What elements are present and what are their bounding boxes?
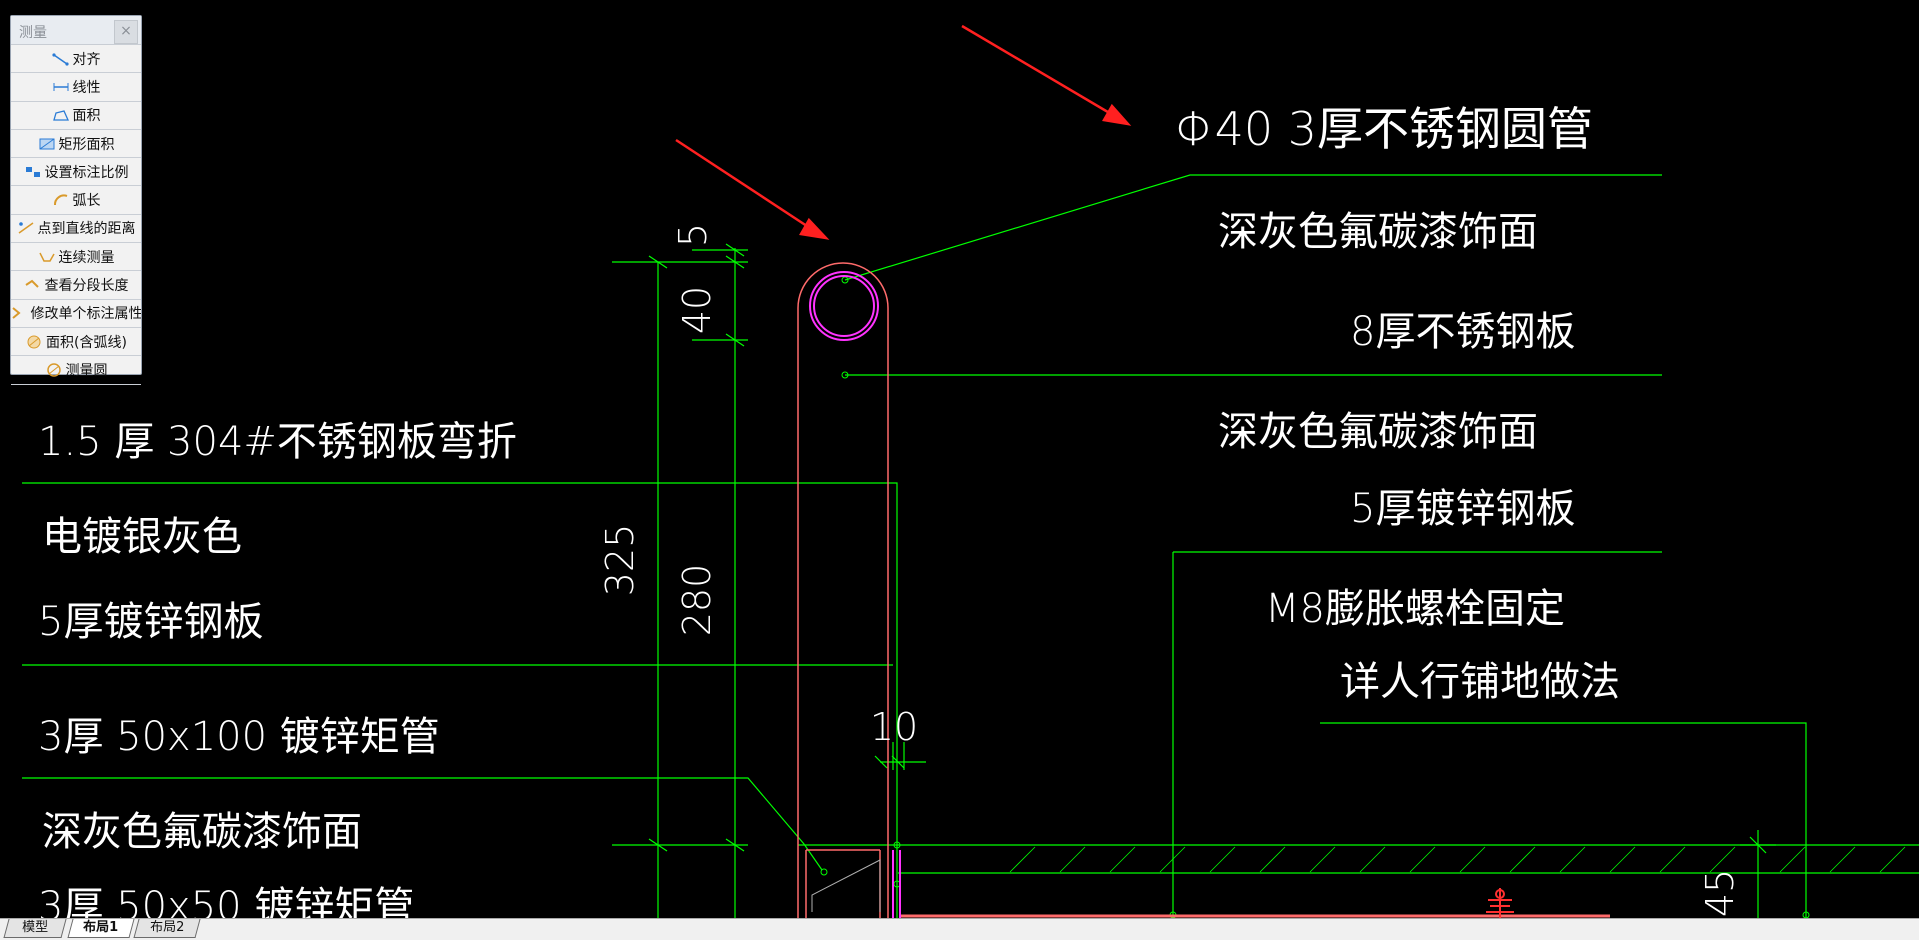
measure-circle-icon: [45, 363, 63, 377]
note-bolt: M8膨胀螺栓固定: [1265, 586, 1565, 632]
measure-tool-item[interactable]: 对齐: [11, 45, 141, 74]
measure-tool-label: 面积(含弧线): [46, 334, 127, 351]
measure-tool-panel: 测量 × 对齐线性面积矩形面积设置标注比例弧长点到直线的距离连续测量查看分段长度…: [10, 15, 142, 385]
layout-tab-label: 布局2: [149, 920, 185, 935]
note-plate-8: 8厚不锈钢板: [1350, 309, 1575, 355]
measure-tool-label: 面积: [72, 108, 101, 125]
measure-tool-label: 连续测量: [58, 249, 115, 266]
measure-tool-item[interactable]: 连续测量: [11, 243, 141, 272]
layout-tab[interactable]: 模型: [3, 919, 67, 938]
note-paving: 详人行铺地做法: [1340, 659, 1620, 705]
note-steel-304: 1.5 厚 304#不锈钢板弯折: [38, 419, 517, 465]
measure-tool-item[interactable]: 面积(含弧线): [11, 328, 141, 357]
ground-hatch: [1009, 846, 1906, 873]
measure-panel-title: 测量: [19, 25, 47, 41]
measure-tool-label: 矩形面积: [58, 136, 115, 153]
note-plate-5-right: 5厚镀锌钢板: [1350, 486, 1575, 532]
annotation-texts: Φ40 3厚不锈钢圆管 深灰色氟碳漆饰面 8厚不锈钢板 深灰色氟碳漆饰面 5厚镀…: [38, 102, 1620, 918]
layout-tab-label: 模型: [22, 920, 49, 935]
measure-tool-label: 弧长: [72, 193, 101, 210]
measure-panel-title-bar[interactable]: 测量 ×: [11, 16, 141, 45]
note-tube-50x50: 3厚 50x50 镀锌矩管: [38, 884, 414, 918]
measure-tool-label: 点到直线的距离: [37, 221, 136, 238]
dimension-texts: 5 40 325 280 10 45: [598, 223, 1742, 917]
red-arrows: [675, 24, 1132, 240]
post-outline: [797, 262, 1610, 918]
measure-tool-label: 修改单个标注属性: [30, 306, 142, 323]
point-to-line-icon: [17, 221, 35, 235]
dimension-scale-icon: [24, 165, 42, 179]
cad-drawing-canvas[interactable]: 5 40 325 280 10 45 Φ40 3厚不锈钢圆管 深灰色氟碳漆饰面 …: [0, 0, 1919, 918]
arc-length-icon: [52, 193, 70, 207]
measure-tool-list: 对齐线性面积矩形面积设置标注比例弧长点到直线的距离连续测量查看分段长度修改单个标…: [11, 45, 141, 385]
measure-tool-label: 线性: [72, 79, 101, 96]
layout-tab[interactable]: 布局2: [133, 919, 201, 938]
layout-tab[interactable]: 布局1: [67, 919, 135, 938]
note-tube-50x100: 3厚 50x100 镀锌矩管: [38, 714, 440, 760]
rectangle-area-icon: [38, 137, 56, 151]
note-silver: 电镀银灰色: [42, 514, 242, 560]
area-icon: [52, 108, 70, 122]
dim-325: 325: [598, 524, 642, 597]
note-finish-1: 深灰色氟碳漆饰面: [1218, 209, 1538, 255]
segment-length-icon: [24, 278, 42, 292]
leader-lines: [22, 174, 1919, 918]
steel-pipe: [809, 271, 901, 918]
measure-tool-item[interactable]: 面积: [11, 102, 141, 130]
measure-tool-item[interactable]: 线性: [11, 73, 141, 102]
measure-tool-label: 对齐: [72, 51, 101, 68]
measure-tool-item[interactable]: 点到直线的距离: [11, 215, 141, 244]
measure-tool-item[interactable]: 矩形面积: [11, 130, 141, 159]
measure-tool-item[interactable]: 查看分段长度: [11, 271, 141, 300]
measure-tool-item[interactable]: 修改单个标注属性: [11, 300, 141, 328]
dim-40: 40: [675, 286, 719, 334]
layout-tab-bar: 模型 布局1 布局2: [0, 918, 1919, 940]
note-finish-3: 深灰色氟碳漆饰面: [42, 809, 362, 855]
arc-area-icon: [25, 335, 43, 349]
edit-dimension-icon: [11, 306, 28, 320]
measure-tool-item[interactable]: 弧长: [11, 186, 141, 215]
measure-tool-label: 设置标注比例: [44, 164, 129, 181]
measure-tool-label: 查看分段长度: [44, 278, 129, 295]
dim-5: 5: [671, 223, 715, 247]
note-finish-2: 深灰色氟碳漆饰面: [1218, 409, 1538, 455]
align-dimension-icon: [51, 52, 70, 66]
close-icon[interactable]: ×: [114, 20, 138, 44]
linear-dimension-icon: [52, 80, 70, 94]
continuous-measure-icon: [38, 250, 56, 264]
measure-tool-label: 测量圆: [65, 362, 108, 379]
dim-10: 10: [870, 705, 918, 749]
note-plate-5-left: 5厚镀锌钢板: [38, 599, 263, 645]
inner-profile: [811, 859, 881, 912]
note-pipe-spec: Φ40 3厚不锈钢圆管: [1175, 102, 1593, 156]
layout-tab-label: 布局1: [83, 920, 119, 935]
dim-45: 45: [1698, 869, 1742, 917]
measure-tool-item[interactable]: 测量圆: [11, 356, 141, 385]
expansion-bolt-symbol: [1486, 888, 1514, 918]
dim-280: 280: [675, 564, 719, 637]
measure-tool-item[interactable]: 设置标注比例: [11, 158, 141, 187]
